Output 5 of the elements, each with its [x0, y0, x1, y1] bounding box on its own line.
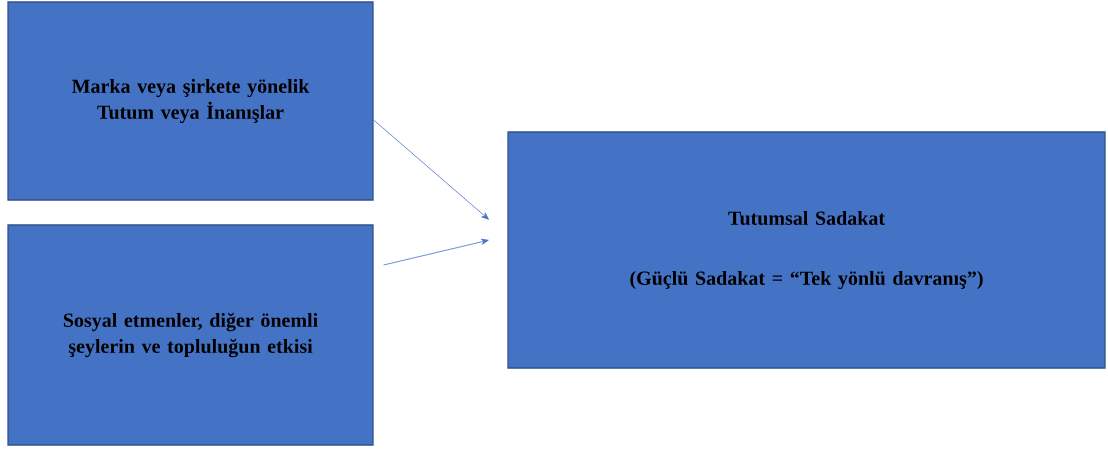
arrow [373, 119, 489, 220]
process-box: Marka veya şirkete yönelik Tutum veya İnanışlar [7, 1, 374, 201]
process-box: Tutumsal Sadakat (Güçlü Sadakat = “Tek yönlü davranış”) [507, 131, 1106, 369]
arrow [383, 238, 489, 266]
process-box: Sosyal etmenler, diğer önemli şeylerin ve topluluğun etkisi [7, 224, 374, 446]
